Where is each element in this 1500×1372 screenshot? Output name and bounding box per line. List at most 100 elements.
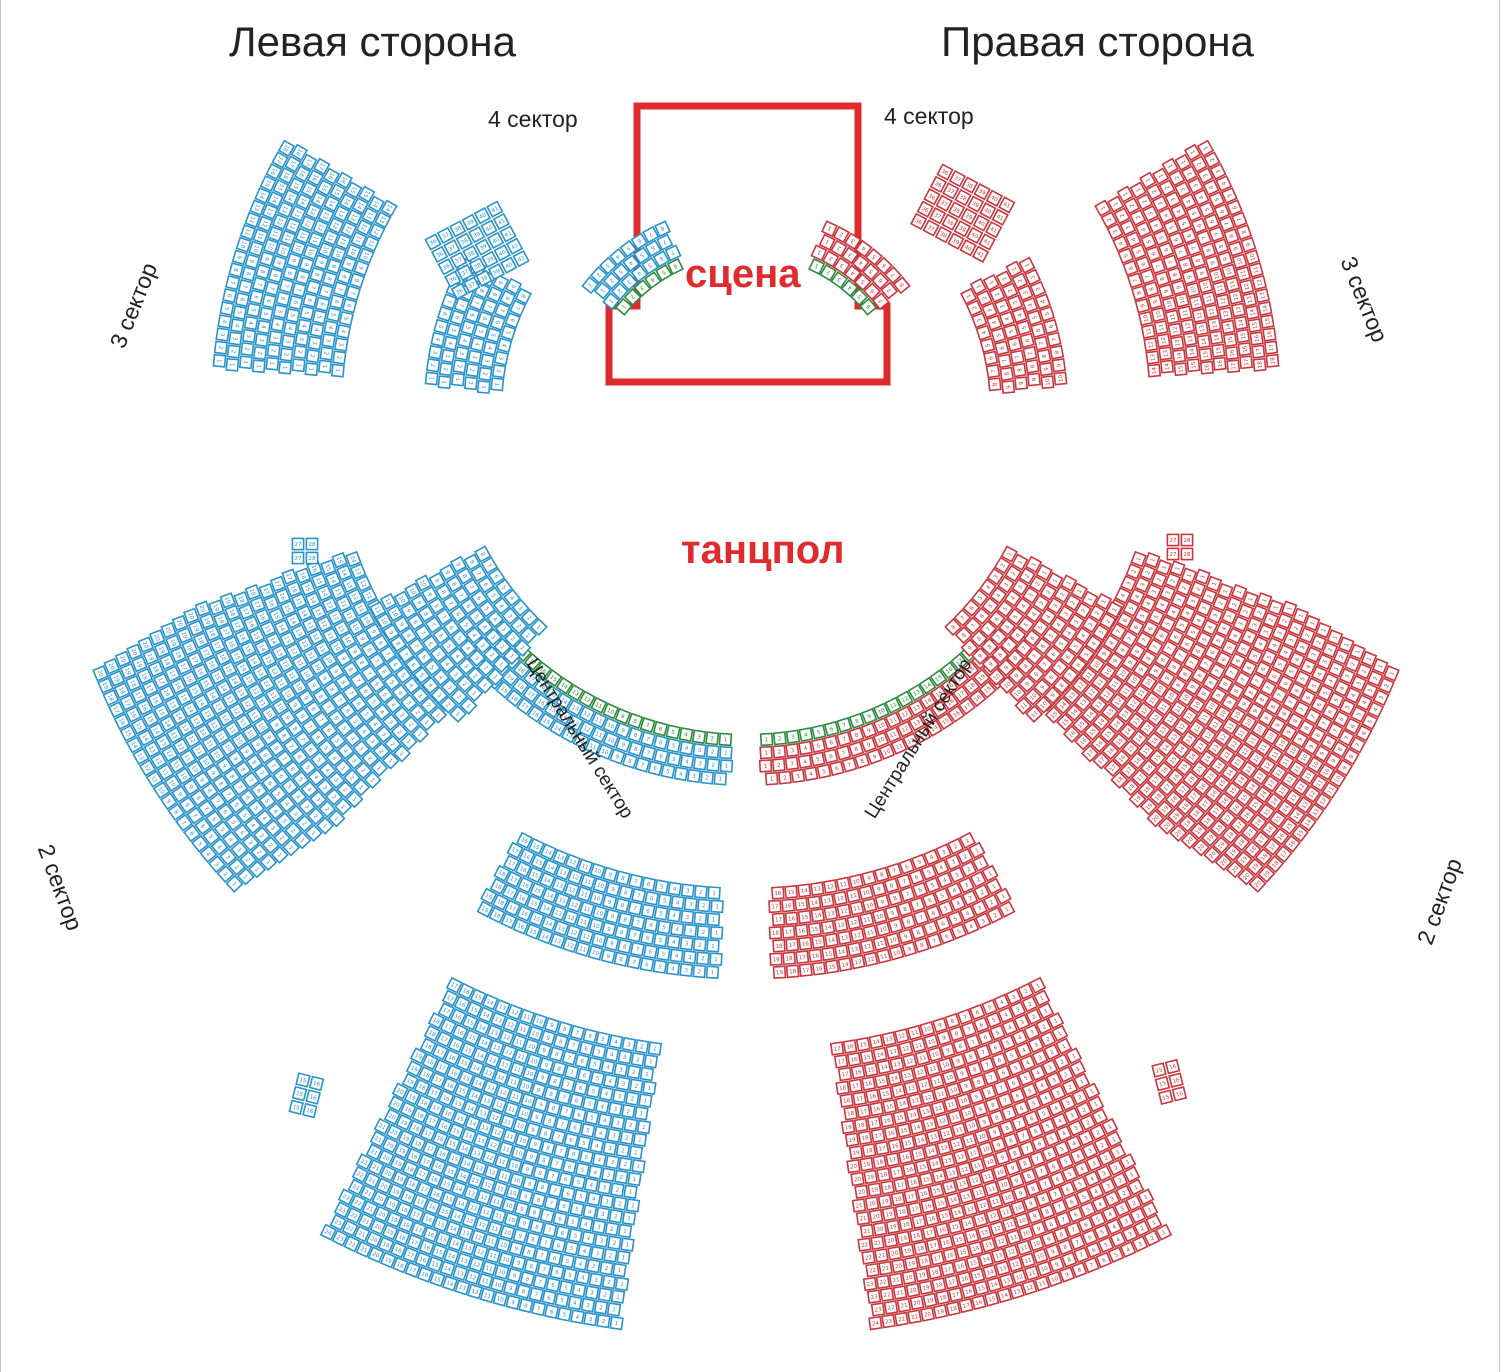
- left-central-outer-seat[interactable]: 11: [575, 913, 592, 930]
- right-rear-seat[interactable]: 5: [981, 998, 998, 1016]
- right-central-outer-seat[interactable]: 18: [772, 939, 786, 953]
- left-central-outer-seat[interactable]: 13: [550, 904, 567, 922]
- right-sector3-inner-seat[interactable]: 6: [1019, 332, 1035, 349]
- right-rear-seat[interactable]: 19: [844, 1132, 860, 1147]
- left-sector3-outer-seat[interactable]: 5: [285, 307, 301, 324]
- right-central-seat[interactable]: 2: [771, 757, 786, 772]
- left-rear-seat[interactable]: 12: [491, 1096, 508, 1114]
- right-sector4-top-seat[interactable]: 41: [998, 196, 1016, 214]
- left-rear-seat[interactable]: 10: [523, 1038, 540, 1055]
- left-sector3-outer-seat[interactable]: 8: [294, 269, 311, 286]
- right-rear-seat[interactable]: 14: [963, 1228, 980, 1244]
- left-sector3-outer-seat[interactable]: 7: [237, 278, 254, 295]
- right-rear-seat[interactable]: 11: [1033, 1275, 1051, 1292]
- right-rear-seat[interactable]: 22: [883, 1300, 899, 1315]
- left-rear-seat[interactable]: 3: [613, 1062, 629, 1078]
- left-rear-seat[interactable]: 9: [512, 1228, 529, 1244]
- right-sector2-seat[interactable]: 2: [1164, 572, 1182, 590]
- right-central-seat[interactable]: 13: [908, 714, 926, 732]
- right-central-seat[interactable]: 4: [797, 754, 813, 769]
- right-central-outer-seat[interactable]: 3: [974, 912, 992, 930]
- right-rear-seat[interactable]: 18: [890, 1191, 906, 1207]
- right-rear-seat[interactable]: 9: [1012, 1184, 1029, 1202]
- right-central-seat[interactable]: 6: [823, 734, 839, 751]
- left-sector3-inner-seat[interactable]: 1: [450, 372, 466, 387]
- left-rear-seat[interactable]: 20: [385, 1123, 403, 1141]
- right-sector2-seat[interactable]: 2: [1139, 564, 1156, 581]
- left-central-outer-seat[interactable]: 6: [641, 876, 657, 892]
- left-central-outer-seat[interactable]: 15: [528, 910, 545, 927]
- left-sector4-top-seat[interactable]: 36: [437, 258, 455, 276]
- left-rear-seat[interactable]: 7: [563, 1064, 580, 1080]
- left-central-seat[interactable]: 6: [647, 760, 663, 777]
- left-rear-seat[interactable]: 6: [576, 1067, 593, 1084]
- right-rear-seat[interactable]: 18: [916, 1253, 933, 1269]
- right-central-seat[interactable]: 18: [961, 660, 980, 679]
- left-rear-seat[interactable]: 14: [471, 1046, 489, 1064]
- right-rear-seat[interactable]: 16: [846, 1051, 862, 1067]
- right-sector3-outer-seat[interactable]: 11: [1140, 323, 1156, 340]
- left-central-outer-seat[interactable]: 19: [480, 887, 498, 905]
- right-central-outer-seat[interactable]: 1: [968, 841, 986, 859]
- left-rear-seat[interactable]: 15: [452, 1110, 469, 1127]
- left-central-seat[interactable]: 11: [590, 696, 608, 714]
- right-rear-seat[interactable]: 8: [962, 1048, 979, 1065]
- left-box-seat[interactable]: 27: [291, 537, 305, 551]
- left-rear-seat[interactable]: 13: [467, 1172, 484, 1189]
- left-central-seat[interactable]: 1: [719, 745, 733, 760]
- left-rear-seat[interactable]: 8: [529, 1218, 545, 1235]
- right-central-outer-seat[interactable]: 1: [971, 854, 990, 872]
- left-rear-seat[interactable]: 12: [474, 1216, 491, 1233]
- left-rear-seat[interactable]: 17: [423, 1112, 441, 1130]
- left-rear-seat[interactable]: 18: [397, 1216, 415, 1233]
- right-rear-seat[interactable]: 9: [976, 1113, 993, 1130]
- right-rear-seat[interactable]: 14: [982, 1263, 999, 1280]
- left-rear-seat[interactable]: 10: [531, 1012, 548, 1030]
- left-central-outer-seat[interactable]: 11: [579, 873, 597, 890]
- left-central-seat[interactable]: 2: [700, 770, 715, 785]
- left-rear-seat[interactable]: 16: [447, 1036, 465, 1054]
- right-sector2-seat[interactable]: 2: [1125, 563, 1143, 580]
- right-rear-seat[interactable]: 13: [954, 1175, 971, 1192]
- right-rear-seat[interactable]: 11: [932, 1085, 949, 1102]
- left-rear-seat[interactable]: 18: [389, 1241, 407, 1259]
- right-rear-seat[interactable]: 14: [876, 1059, 892, 1075]
- left-central-seat[interactable]: 8: [621, 752, 638, 769]
- left-rear-seat[interactable]: 9: [532, 1096, 549, 1113]
- left-sector3-inner-seat[interactable]: 5: [485, 327, 502, 344]
- right-rear-seat[interactable]: 4: [1083, 1170, 1101, 1188]
- left-central-seat[interactable]: 10: [602, 702, 620, 720]
- left-rear-seat[interactable]: 12: [485, 1136, 502, 1153]
- left-rear-seat[interactable]: 1: [643, 1054, 659, 1069]
- right-rear-seat[interactable]: 1: [1123, 1165, 1141, 1183]
- right-rear-seat[interactable]: 11: [906, 1024, 923, 1041]
- right-rear-seat[interactable]: 15: [932, 1195, 949, 1211]
- left-rear-seat[interactable]: 7: [569, 1024, 586, 1041]
- right-sector4-top-seat[interactable]: 36: [916, 200, 934, 218]
- right-sector3-outer-seat[interactable]: 8: [1131, 285, 1147, 301]
- left-rear-seat[interactable]: 18: [407, 1119, 425, 1137]
- left-sector3-outer-seat[interactable]: 4: [217, 314, 233, 329]
- right-sector3-outer-seat[interactable]: 17: [1226, 359, 1241, 374]
- left-rear-seat[interactable]: 6: [563, 1132, 579, 1148]
- right-rear-seat[interactable]: 7: [1011, 1114, 1028, 1132]
- right-sector4-top-seat[interactable]: 36: [923, 188, 941, 206]
- left-rear-seat[interactable]: 7: [541, 1222, 558, 1238]
- right-rear-seat[interactable]: 12: [920, 1089, 936, 1106]
- left-sector3-outer-seat[interactable]: 6: [314, 296, 331, 312]
- left-rear-seat[interactable]: 1: [647, 1041, 663, 1056]
- right-rear-seat[interactable]: 7: [1065, 1221, 1082, 1238]
- right-rear-seat[interactable]: 10: [927, 1046, 944, 1063]
- left-rear-seat[interactable]: 1: [614, 1276, 630, 1292]
- right-rear-seat[interactable]: 7: [1037, 1175, 1054, 1193]
- left-central-outer-seat[interactable]: 5: [654, 879, 670, 895]
- left-rear-seat[interactable]: 10: [499, 1224, 516, 1241]
- right-rear-seat[interactable]: 2: [1039, 1030, 1057, 1048]
- right-sector3-outer-seat[interactable]: 16: [1249, 331, 1264, 346]
- left-rear-seat[interactable]: 17: [404, 1261, 421, 1279]
- left-rear-seat[interactable]: 8: [540, 1139, 556, 1156]
- left-rear-seat[interactable]: 9: [536, 1042, 553, 1059]
- right-sector3-outer-seat[interactable]: 14: [1244, 305, 1260, 320]
- right-central-seat[interactable]: 15: [930, 700, 949, 719]
- left-rear-seat[interactable]: 6: [556, 1198, 572, 1214]
